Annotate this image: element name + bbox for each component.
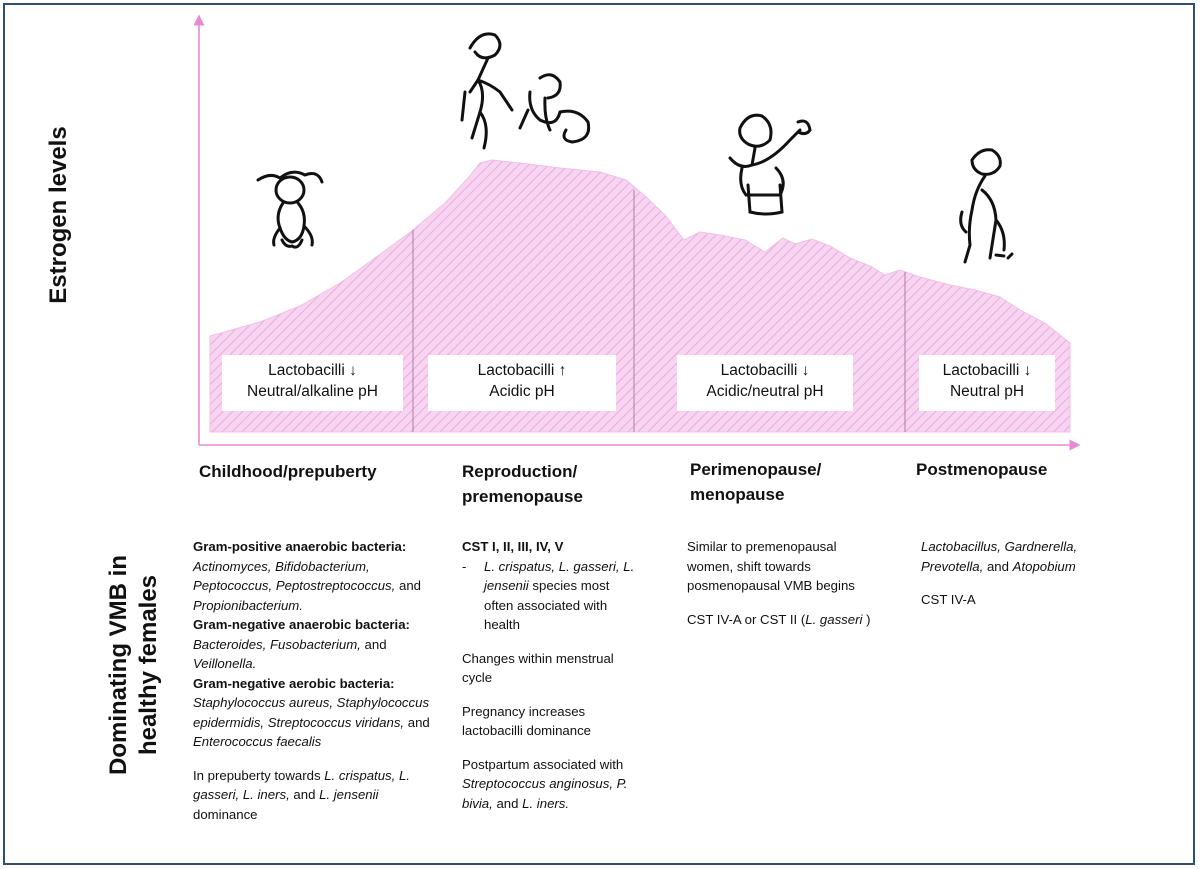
stage-box-childhood: Lactobacilli ↓ Neutral/alkaline pH	[222, 355, 403, 411]
adult-figures-icon	[460, 32, 591, 150]
phase-title-childhood: Childhood/prepuberty	[199, 462, 377, 481]
gram-negative-anaerobic-block: Gram-negative anaerobic bacteria: Bacter…	[193, 617, 410, 671]
prepuberty-block: In prepuberty towards L. crispatus, L. g…	[193, 767, 410, 822]
estrogen-area	[209, 159, 1071, 433]
postmenopause-cst-text: CST IV-A	[921, 592, 976, 607]
vmb-column-childhood: Gram-positive anaerobic bacteria: Actino…	[193, 537, 443, 838]
child-figure-icon	[256, 170, 324, 249]
phase-title-postmenopause: Postmenopause	[916, 460, 1048, 479]
stage-box-postmenopause: Lactobacilli ↓ Neutral pH	[919, 355, 1055, 411]
y-axis-label: Estrogen levels	[45, 126, 72, 304]
older-figure-icon	[959, 148, 1014, 264]
postmenopause-genera-text: Lactobacillus, Gardnerella, Prevotella, …	[921, 539, 1078, 574]
menstrual-cycle-text: Changes within menstrual cycle	[462, 650, 614, 686]
vmb-column-perimenopause: Similar to premenopausal women, shift to…	[687, 537, 882, 643]
postpartum-text: Postpartum associated with Streptococcus…	[462, 756, 628, 811]
vmb-column-postmenopause: Lactobacillus, Gardnerella, Prevotella, …	[921, 537, 1096, 624]
cst-line: CST I, II, III, IV, V	[462, 539, 564, 554]
figure-frame	[3, 3, 1195, 865]
stage-box-reproduction: Lactobacilli ↑ Acidic pH	[428, 355, 616, 411]
perimenopause-cst-text: CST IV-A or CST II (L. gasseri )	[687, 611, 871, 627]
pregnancy-text: Pregnancy increases lactobacilli dominan…	[462, 703, 592, 739]
phase-title-reproduction: Reproduction/ premenopause	[462, 462, 583, 506]
phase-title-perimenopause: Perimenopause/ menopause	[690, 460, 822, 504]
middle-aged-figure-icon	[728, 113, 812, 216]
gram-negative-aerobic-block: Gram-negative aerobic bacteria: Staphylo…	[193, 675, 430, 750]
dominating-vmb-label: Dominating VMB in healthy females	[105, 555, 162, 775]
perimenopause-shift-text: Similar to premenopausal women, shift to…	[687, 539, 855, 593]
gram-positive-block: Gram-positive anaerobic bacteria: Actino…	[193, 539, 422, 613]
vmb-column-reproduction: CST I, II, III, IV, V - L. crispatus, L.…	[462, 537, 642, 827]
stage-box-perimenopause: Lactobacilli ↓ Acidic/neutral pH	[677, 355, 853, 411]
cst-bullet: - L. crispatus, L. gasseri, L. jensenii …	[462, 558, 635, 633]
